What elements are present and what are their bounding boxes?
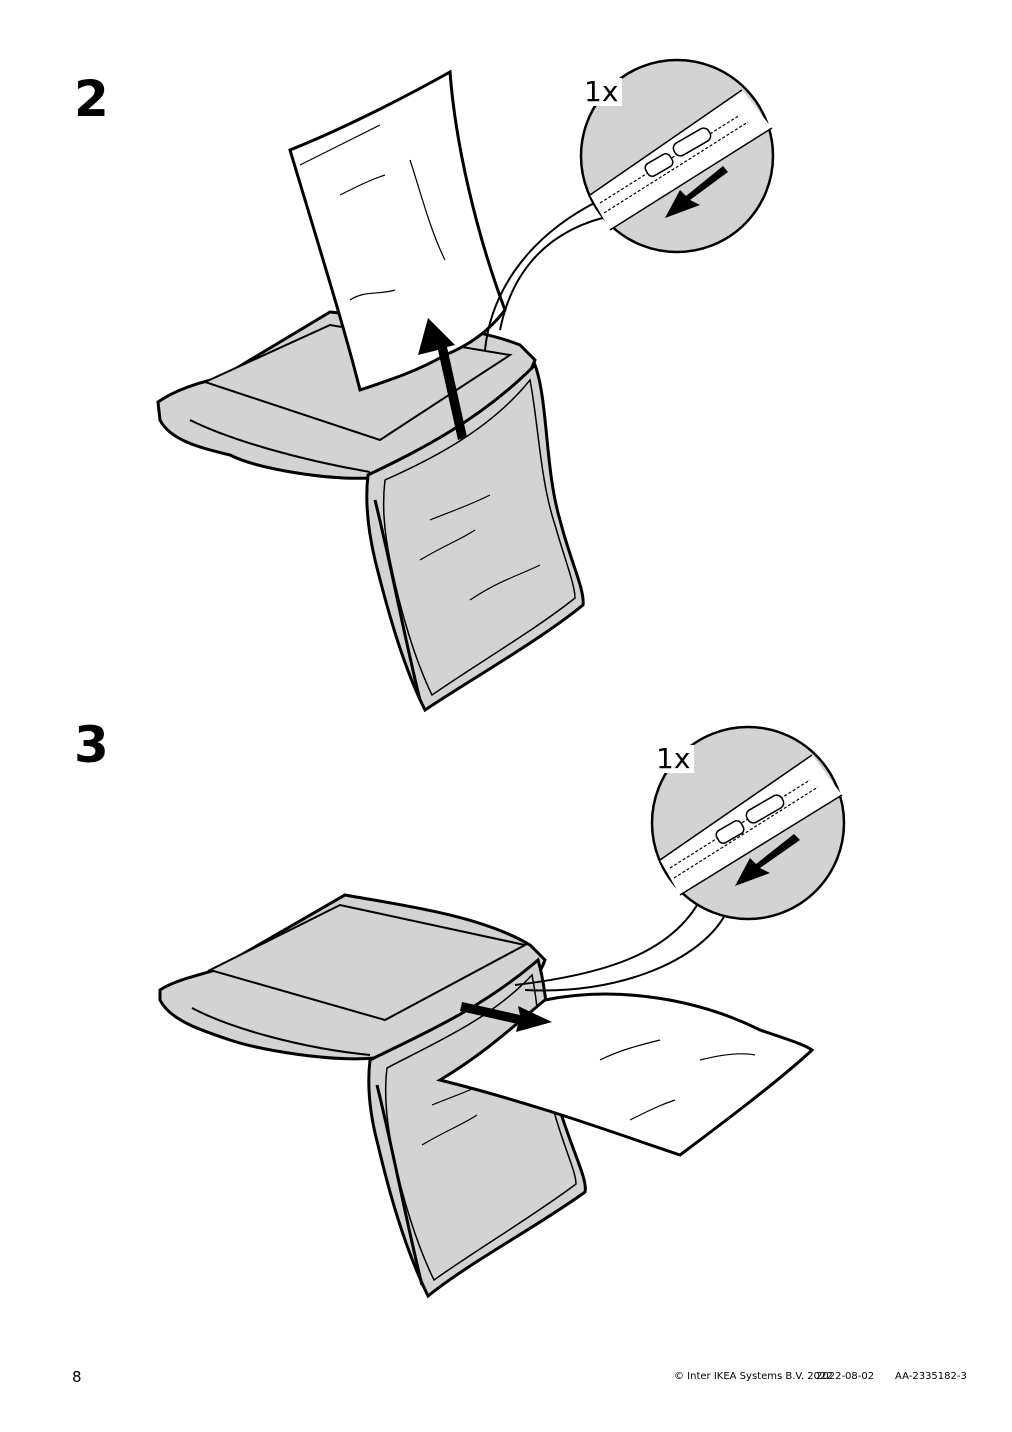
zipper-callout-icon	[579, 58, 775, 254]
step-number: 3	[74, 716, 109, 774]
pull-arrow-icon	[418, 318, 467, 440]
quantity-label: 1x	[652, 745, 695, 773]
cushion-cover-icon	[365, 362, 585, 713]
document-date: 2022-08-02	[816, 1371, 875, 1382]
step-2-illustration	[156, 58, 775, 713]
document-id: AA-2335182-3	[895, 1371, 967, 1382]
quantity-label: 1x	[580, 78, 623, 106]
inner-cushion-icon	[436, 992, 815, 1157]
pull-arrow-icon	[460, 1002, 552, 1032]
page-number: 8	[72, 1368, 82, 1386]
zipper-callout-icon	[650, 725, 846, 921]
inner-cushion-icon	[288, 69, 507, 392]
copyright-text: © Inter IKEA Systems B.V. 2022	[674, 1371, 833, 1382]
step-number: 2	[74, 70, 109, 128]
